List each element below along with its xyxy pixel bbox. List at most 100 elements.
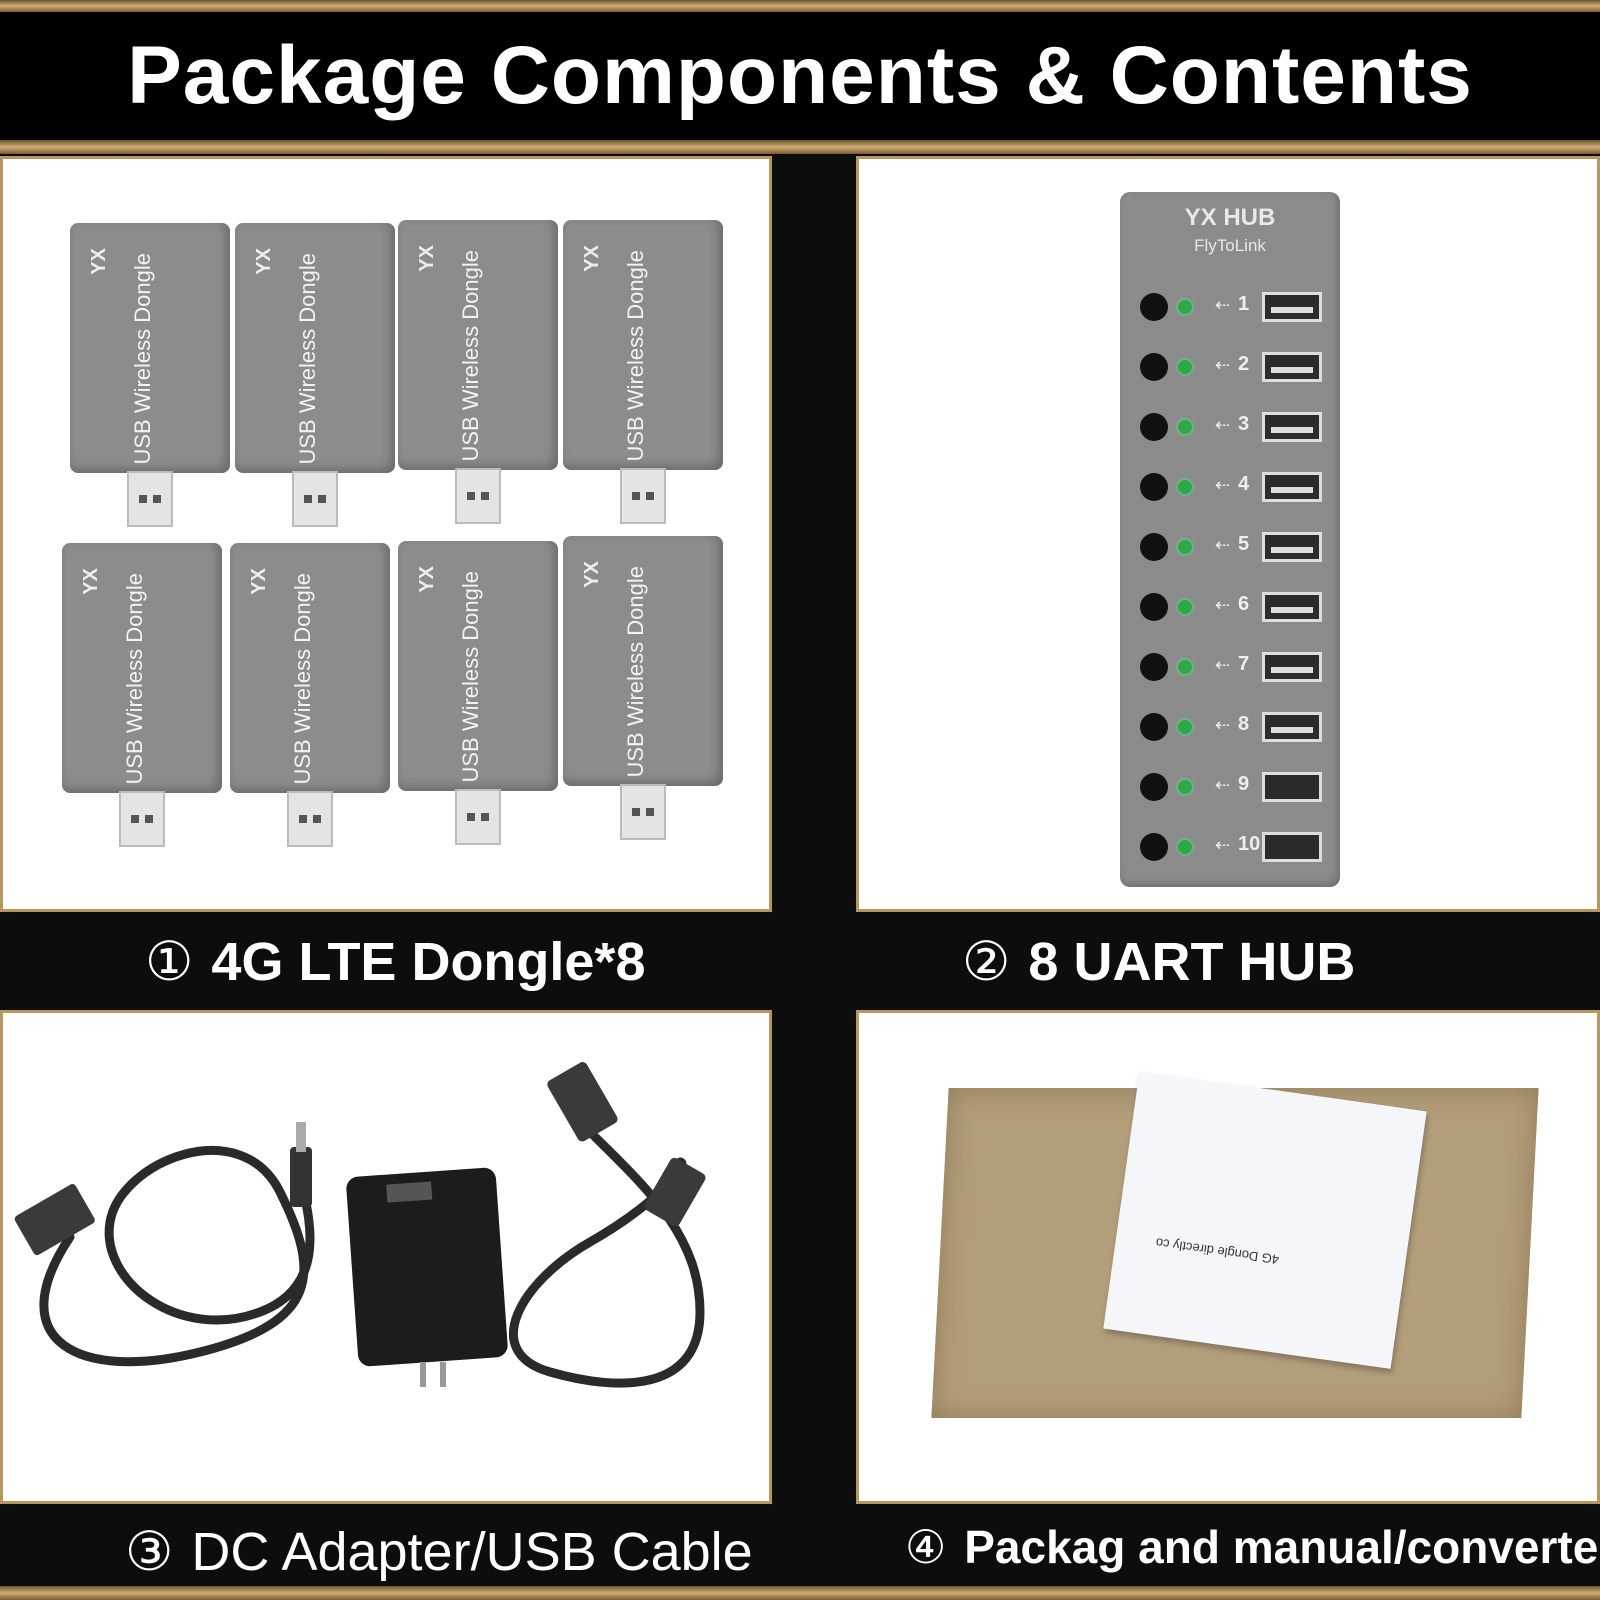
manual-text: 4G Dongle directly co [1154, 1235, 1280, 1268]
caption-2-text: 8 UART HUB [1028, 932, 1356, 992]
panel-adapter-frame [0, 1010, 772, 1504]
caption-4-text: Packag and manual/converter [964, 1521, 1600, 1573]
led-icon [1178, 360, 1192, 374]
hub-subtitle: FlyToLink [1194, 236, 1266, 255]
switch-button-icon [1140, 593, 1168, 621]
port-number: 9 [1238, 773, 1250, 795]
usb-symbol-icon: ⇠ [1215, 715, 1231, 735]
usb-port-icon [1262, 472, 1322, 502]
port-number: 8 [1238, 713, 1250, 735]
usb-port-icon [1262, 592, 1322, 622]
usb-port-icon [1262, 412, 1322, 442]
panel-dongles-frame [0, 156, 772, 912]
dc-cable [39, 1146, 315, 1367]
usb-symbol-icon: ⇠ [1215, 775, 1231, 795]
usb-plug-icon [287, 791, 333, 847]
port-number: 2 [1238, 353, 1250, 375]
dc-plug-icon [290, 1147, 312, 1207]
hub-brand: YX HUB [1184, 204, 1276, 231]
hub-port-row: ⇠7 [1120, 647, 1340, 687]
usb-symbol-icon: ⇠ [1215, 415, 1231, 435]
led-icon [1178, 720, 1192, 734]
caption-3-text: DC Adapter/USB Cable [191, 1522, 753, 1582]
switch-button-icon [1140, 773, 1168, 801]
caption-4-number: ④ [905, 1521, 947, 1573]
led-icon [1178, 840, 1192, 854]
usb-symbol-icon: ⇠ [1215, 475, 1231, 495]
usb-plug-icon [620, 784, 666, 840]
led-icon [1178, 300, 1192, 314]
port-number: 3 [1238, 413, 1250, 435]
switch-button-icon [1140, 653, 1168, 681]
switch-button-icon [1140, 353, 1168, 381]
hub-port-row: ⇠4 [1120, 467, 1340, 507]
panel-hub-frame [856, 156, 1600, 912]
hub-port-row: ⇠6 [1120, 587, 1340, 627]
hub-port-row: ⇠5 [1120, 527, 1340, 567]
usb-symbol-icon: ⇠ [1215, 295, 1231, 315]
switch-button-icon [1140, 473, 1168, 501]
title-bar: Package Components & Contents [0, 12, 1600, 140]
manual-sheet: 4G Dongle directly co [1103, 1071, 1427, 1369]
caption-3: ③ DC Adapter/USB Cable [125, 1520, 753, 1583]
port-number: 1 [1238, 293, 1250, 315]
hub-port-row: ⇠ 10 [1120, 827, 1340, 867]
panel-adapter [0, 1012, 770, 1502]
caption-4: ④ Packag and manual/converter [905, 1520, 1600, 1574]
title-gold-rule [0, 140, 1600, 154]
led-icon [1178, 480, 1192, 494]
usb-plug-icon [119, 791, 165, 847]
led-icon [1178, 540, 1192, 554]
uart-hub: YX HUB FlyToLink ⇠1⇠2⇠3⇠4⇠5⇠6⇠7⇠8⇠9⇠10 [1120, 192, 1340, 887]
usb-port-icon [1262, 352, 1322, 382]
usb-port-icon [1262, 772, 1322, 802]
top-gold-rule [0, 0, 1600, 12]
bottom-gold-rule [0, 1586, 1600, 1600]
led-icon [1178, 780, 1192, 794]
hub-port-row: ⇠8 [1120, 707, 1340, 747]
usb-port-icon [1262, 292, 1322, 322]
port-number: 7 [1238, 653, 1250, 675]
caption-2-number: ② [962, 932, 1011, 992]
usb-symbol-icon: ⇠ [1215, 355, 1231, 375]
usb-port-icon [1262, 652, 1322, 682]
hub-port-row: ⇠9 [1120, 767, 1340, 807]
usb-b-cable [508, 1117, 705, 1388]
port-number: 10 [1238, 833, 1261, 855]
caption-3-number: ③ [125, 1522, 174, 1582]
power-adapter-icon [346, 1167, 508, 1367]
usb-plug-icon [292, 471, 338, 527]
hub-port-row: ⇠3 [1120, 407, 1340, 447]
usb-symbol-icon: ⇠ [1215, 835, 1231, 855]
switch-button-icon [1140, 293, 1168, 321]
adapter-cable-illustration [14, 1062, 706, 1388]
usb-plug-icon [455, 468, 501, 524]
led-icon [1178, 420, 1192, 434]
switch-button-icon [1140, 713, 1168, 741]
switch-button-icon [1140, 533, 1168, 561]
port-number: 6 [1238, 593, 1250, 615]
caption-2: ② 8 UART HUB [962, 930, 1355, 993]
switch-button-icon [1140, 833, 1168, 861]
usb-port-icon [1262, 532, 1322, 562]
usb-port-icon [1262, 712, 1322, 742]
caption-1-number: ① [145, 932, 194, 992]
panel-package-frame [856, 1010, 1600, 1504]
usb-b-plug-icon [547, 1062, 618, 1142]
usb-plug-icon [127, 471, 173, 527]
usb-symbol-icon: ⇠ [1215, 535, 1231, 555]
led-icon [1178, 600, 1192, 614]
switch-button-icon [1140, 413, 1168, 441]
port-number: 5 [1238, 533, 1250, 555]
page-title: Package Components & Contents [127, 30, 1473, 121]
usb-a-plug-icon [14, 1184, 95, 1256]
